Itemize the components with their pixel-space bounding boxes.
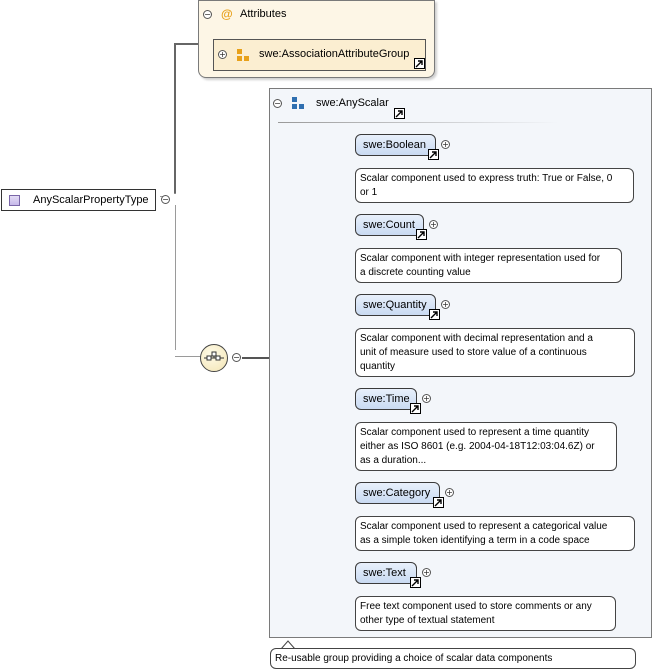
link-arrow-icon[interactable] xyxy=(394,108,405,119)
doc-line: unit of measure used to store value of a… xyxy=(360,347,587,358)
link-arrow-icon[interactable] xyxy=(429,309,440,320)
expand-quantity-button[interactable]: + xyxy=(441,300,450,309)
attributes-title: Attributes xyxy=(240,8,287,20)
doc-line: Scalar component with decimal representa… xyxy=(360,333,593,344)
complex-type-icon xyxy=(9,195,20,206)
doc-line: Scalar component used to express truth: … xyxy=(360,173,613,184)
connector-choice xyxy=(242,357,284,359)
attribute-group-label: swe:AssociationAttributeGroup xyxy=(259,48,410,60)
link-arrow-icon[interactable] xyxy=(428,149,439,160)
callout-pointer xyxy=(280,640,296,650)
link-arrow-icon[interactable] xyxy=(414,58,425,69)
element-label: swe:Count xyxy=(363,219,415,231)
doc-line: Scalar component with integer representa… xyxy=(360,253,601,264)
expand-text-button[interactable]: + xyxy=(422,568,431,577)
element-label: swe:Text xyxy=(363,567,406,579)
expand-time-button[interactable]: + xyxy=(422,394,431,403)
element-text[interactable]: swe:Text xyxy=(355,562,417,584)
sequence-compositor-icon[interactable] xyxy=(200,344,228,372)
doc-text: Free text component used to store commen… xyxy=(355,596,616,631)
connector-sequence-bottom xyxy=(175,356,201,357)
doc-category: Scalar component used to represent a cat… xyxy=(355,516,635,551)
root-type-label: AnyScalarPropertyType xyxy=(33,194,149,206)
expand-count-button[interactable]: + xyxy=(429,220,438,229)
doc-boolean: Scalar component used to express truth: … xyxy=(355,168,634,203)
doc-time: Scalar component used to represent a tim… xyxy=(355,422,617,471)
link-arrow-icon[interactable] xyxy=(433,497,444,508)
anyscalar-label: swe:AnyScalar xyxy=(316,97,389,109)
expand-category-button[interactable]: + xyxy=(445,488,454,497)
element-label: swe:Quantity xyxy=(363,299,427,311)
connector-sequence xyxy=(175,205,176,350)
doc-line: other type of textual statement xyxy=(360,615,495,626)
collapse-sequence-button[interactable]: − xyxy=(232,353,241,362)
connector-attributes xyxy=(174,44,176,194)
element-label: swe:Time xyxy=(363,393,410,405)
collapse-root-button[interactable]: − xyxy=(161,195,170,204)
element-count[interactable]: swe:Count xyxy=(355,214,424,236)
doc-line: Free text component used to store commen… xyxy=(360,601,592,612)
attributes-panel: − @ Attributes + swe:AssociationAttribut… xyxy=(198,0,435,78)
collapse-anyscalar-button[interactable]: − xyxy=(273,99,282,108)
link-arrow-icon[interactable] xyxy=(410,577,421,588)
element-label: swe:Boolean xyxy=(363,139,426,151)
link-arrow-icon[interactable] xyxy=(416,229,427,240)
group-icon xyxy=(292,97,305,110)
expand-attribute-group-button[interactable]: + xyxy=(218,50,227,59)
link-arrow-icon[interactable] xyxy=(410,403,421,414)
doc-line: as a duration... xyxy=(360,455,427,466)
doc-line: Re-usable group providing a choice of sc… xyxy=(275,653,553,664)
attribute-icon: @ xyxy=(221,7,233,21)
doc-line: a discrete counting value xyxy=(360,267,471,278)
element-category[interactable]: swe:Category xyxy=(355,482,440,504)
attribute-group-icon xyxy=(237,49,250,62)
doc-line: Scalar component used to represent a cat… xyxy=(360,521,608,532)
anyscalar-documentation: Re-usable group providing a choice of sc… xyxy=(270,648,636,669)
frame-divider xyxy=(278,122,558,123)
expand-boolean-button[interactable]: + xyxy=(441,140,450,149)
element-time[interactable]: swe:Time xyxy=(355,388,417,410)
element-quantity[interactable]: swe:Quantity xyxy=(355,294,436,316)
doc-line: quantity xyxy=(360,361,396,372)
doc-quantity: Scalar component with decimal representa… xyxy=(355,328,635,377)
doc-line: as a simple token identifying a term in … xyxy=(360,535,590,546)
doc-line: or 1 xyxy=(360,187,378,198)
element-label: swe:Category xyxy=(363,487,431,499)
collapse-attributes-button[interactable]: − xyxy=(203,10,212,19)
doc-line: Scalar component used to represent a tim… xyxy=(360,427,590,438)
attribute-group-box[interactable]: + swe:AssociationAttributeGroup xyxy=(213,39,426,71)
connector-attributes-top xyxy=(174,43,200,45)
doc-line: either as ISO 8601 (e.g. 2004-04-18T12:0… xyxy=(360,441,595,452)
doc-count: Scalar component with integer representa… xyxy=(355,248,622,283)
element-boolean[interactable]: swe:Boolean xyxy=(355,134,436,156)
root-type-box[interactable]: AnyScalarPropertyType xyxy=(1,189,156,211)
